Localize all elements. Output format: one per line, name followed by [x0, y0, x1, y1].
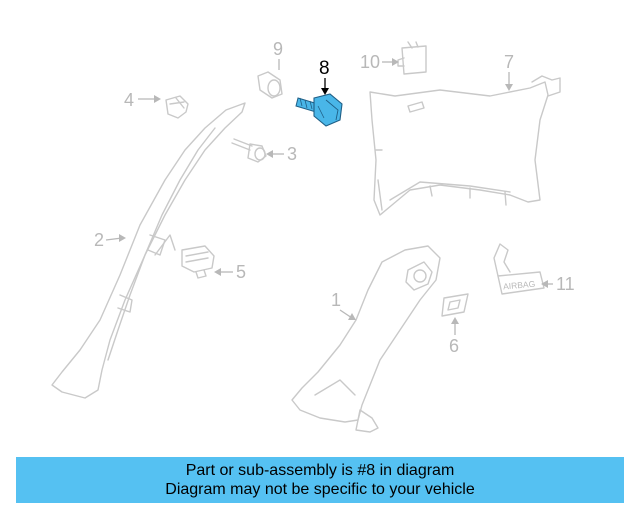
callout-6: 6	[449, 317, 459, 356]
part-7-quarter-trim	[369, 75, 561, 216]
part-11-airbag-label: AIRBAG	[493, 243, 545, 295]
part-9-nut	[257, 71, 283, 99]
svg-text:7: 7	[504, 52, 514, 72]
banner-line-2: Diagram may not be specific to your vehi…	[165, 481, 475, 498]
part-4-clip	[165, 95, 189, 119]
part-1-lower-trim	[291, 245, 441, 433]
callout-1: 1	[331, 290, 356, 320]
callout-2: 2	[94, 230, 126, 250]
svg-text:9: 9	[273, 39, 283, 59]
info-banner: Part or sub-assembly is #8 in diagram Di…	[16, 457, 624, 503]
svg-text:1: 1	[331, 290, 341, 310]
svg-text:3: 3	[287, 144, 297, 164]
airbag-label-text: AIRBAG	[503, 279, 536, 292]
svg-text:4: 4	[124, 90, 134, 110]
svg-text:6: 6	[449, 336, 459, 356]
part-8-bolt-highlighted	[295, 93, 343, 127]
svg-text:8: 8	[319, 58, 330, 79]
callout-4: 4	[124, 90, 161, 110]
part-3-bolt	[231, 138, 267, 163]
part-5-clip	[181, 245, 215, 279]
callout-9: 9	[273, 39, 283, 70]
banner-line-1: Part or sub-assembly is #8 in diagram	[185, 462, 455, 479]
svg-text:10: 10	[360, 52, 380, 72]
callout-5: 5	[214, 262, 246, 282]
svg-text:11: 11	[556, 274, 575, 294]
part-2-pillar-trim	[51, 102, 246, 399]
callout-11: 11	[541, 274, 575, 294]
callout-7: 7	[504, 52, 514, 91]
callout-8: 8	[319, 58, 330, 95]
part-6-clip	[441, 293, 469, 317]
parts-diagram: 2 4 9 3 8	[51, 39, 575, 433]
svg-text:5: 5	[236, 262, 246, 282]
callout-3: 3	[266, 144, 297, 164]
part-10-clip	[397, 41, 427, 75]
svg-text:2: 2	[94, 230, 104, 250]
callout-10: 10	[360, 52, 399, 72]
